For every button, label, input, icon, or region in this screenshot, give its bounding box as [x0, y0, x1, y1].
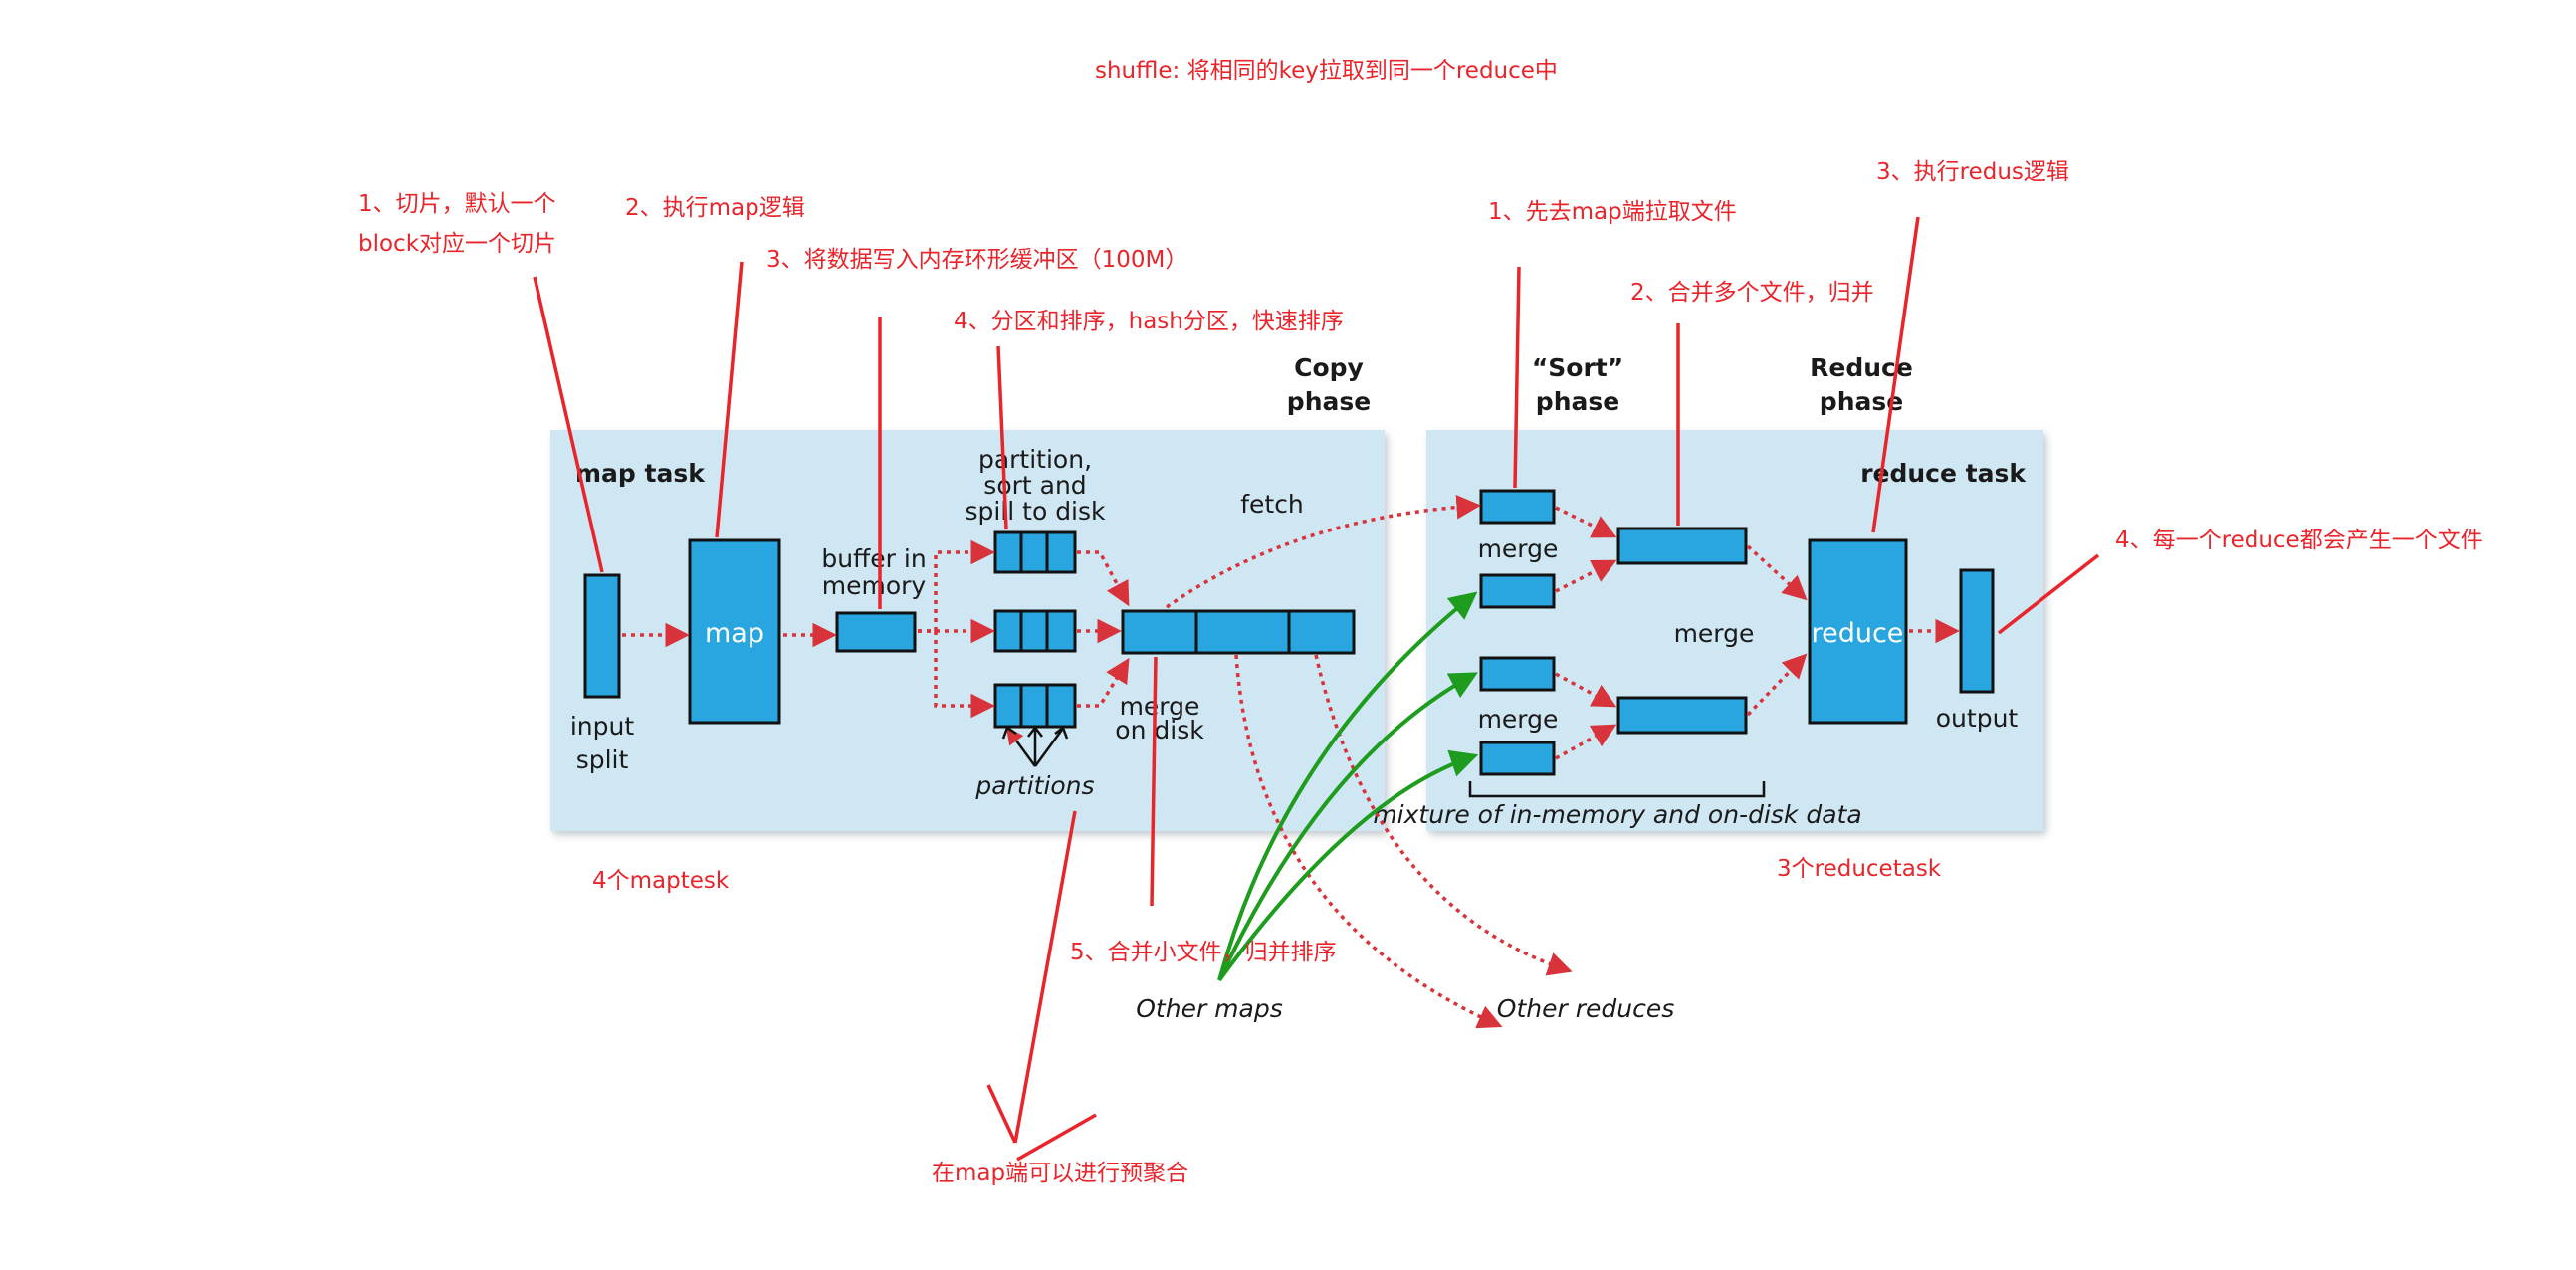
mixture-label: mixture of in-memory and on-disk data	[1373, 800, 1861, 829]
fetched-file-4	[1479, 741, 1556, 776]
page-title: shuffle: 将相同的key拉取到同一个reduce中	[1095, 58, 1558, 84]
partition-label-1: partition,	[978, 445, 1092, 474]
merge-top-label: merge	[1478, 534, 1559, 563]
annotation-map-1-line2: block对应一个切片	[358, 231, 556, 257]
annotation-map-1-line1: 1、切片，默认一个	[358, 191, 556, 217]
merge-on-disk-label-1: merge	[1120, 692, 1200, 721]
annotation-map-combine: 在map端可以进行预聚合	[932, 1161, 1188, 1186]
fetched-file-2	[1479, 573, 1556, 609]
annotation-reduce-4: 4、每一个reduce都会产生一个文件	[2115, 528, 2483, 553]
flow-arrows	[622, 495, 1960, 1029]
annotation-map-count: 4个maptesk	[592, 868, 730, 894]
reduce-task-label: reduce task	[1860, 459, 2027, 488]
merged-disk-file	[1121, 609, 1356, 655]
annotation-map-5: 5、合并小文件，归并排序	[1070, 940, 1337, 965]
fetch-label: fetch	[1240, 490, 1304, 519]
annotation-map-3: 3、将数据写入内存环形缓冲区（100M）	[766, 247, 1187, 273]
partitions-label: partitions	[974, 771, 1094, 800]
buffer-label-2: memory	[822, 571, 927, 600]
merge-bottom-label: merge	[1478, 705, 1559, 734]
merge-mid-label: merge	[1674, 619, 1755, 648]
annotation-reduce-3: 3、执行redus逻辑	[1876, 159, 2069, 185]
spill-file-1	[993, 530, 1077, 574]
annotation-reduce-2: 2、合并多个文件，归并	[1630, 280, 1874, 306]
input-split-label-2: split	[576, 745, 629, 774]
input-split-box	[583, 573, 621, 699]
fetched-file-1	[1479, 489, 1556, 525]
partition-arrows	[1001, 725, 1069, 767]
mixture-bracket	[1468, 781, 1766, 798]
fetched-file-3	[1479, 656, 1556, 692]
spill-file-2	[993, 609, 1077, 653]
other-maps-label: Other maps	[1136, 994, 1283, 1023]
reduce-box	[1808, 538, 1908, 725]
annotation-reduce-count: 3个reducetask	[1777, 856, 1942, 882]
copy-phase-label-2: phase	[1287, 387, 1371, 416]
merged-file-bottom	[1616, 696, 1748, 735]
partition-label-3: spill to disk	[965, 497, 1106, 526]
annotation-map-4: 4、分区和排序，hash分区，快速排序	[954, 309, 1344, 334]
merge-on-disk-label-2: on disk	[1115, 716, 1204, 744]
map-task-label: map task	[575, 459, 706, 488]
output-box	[1959, 568, 1995, 694]
map-box	[688, 538, 781, 725]
buffer-label-1: buffer in	[821, 544, 926, 573]
buffer-box	[835, 611, 917, 653]
map-box-label: map	[705, 618, 764, 649]
sort-phase-label-2: phase	[1536, 387, 1619, 416]
reduce-box-label: reduce	[1812, 618, 1904, 649]
spill-file-3	[993, 683, 1077, 729]
annotation-pointers	[533, 216, 2100, 1162]
copy-phase-label-1: Copy	[1294, 353, 1364, 382]
annotation-reduce-1: 1、先去map端拉取文件	[1488, 199, 1737, 225]
annotation-map-2: 2、执行map逻辑	[625, 195, 805, 221]
partition-label-2: sort and	[983, 471, 1086, 500]
merged-file-top	[1616, 527, 1748, 565]
sort-phase-label-1: “Sort”	[1532, 353, 1623, 382]
input-split-label-1: input	[570, 712, 635, 741]
other-maps-arrows	[1217, 591, 1479, 982]
other-reduces-label: Other reduces	[1497, 994, 1674, 1023]
output-label: output	[1936, 704, 2019, 733]
